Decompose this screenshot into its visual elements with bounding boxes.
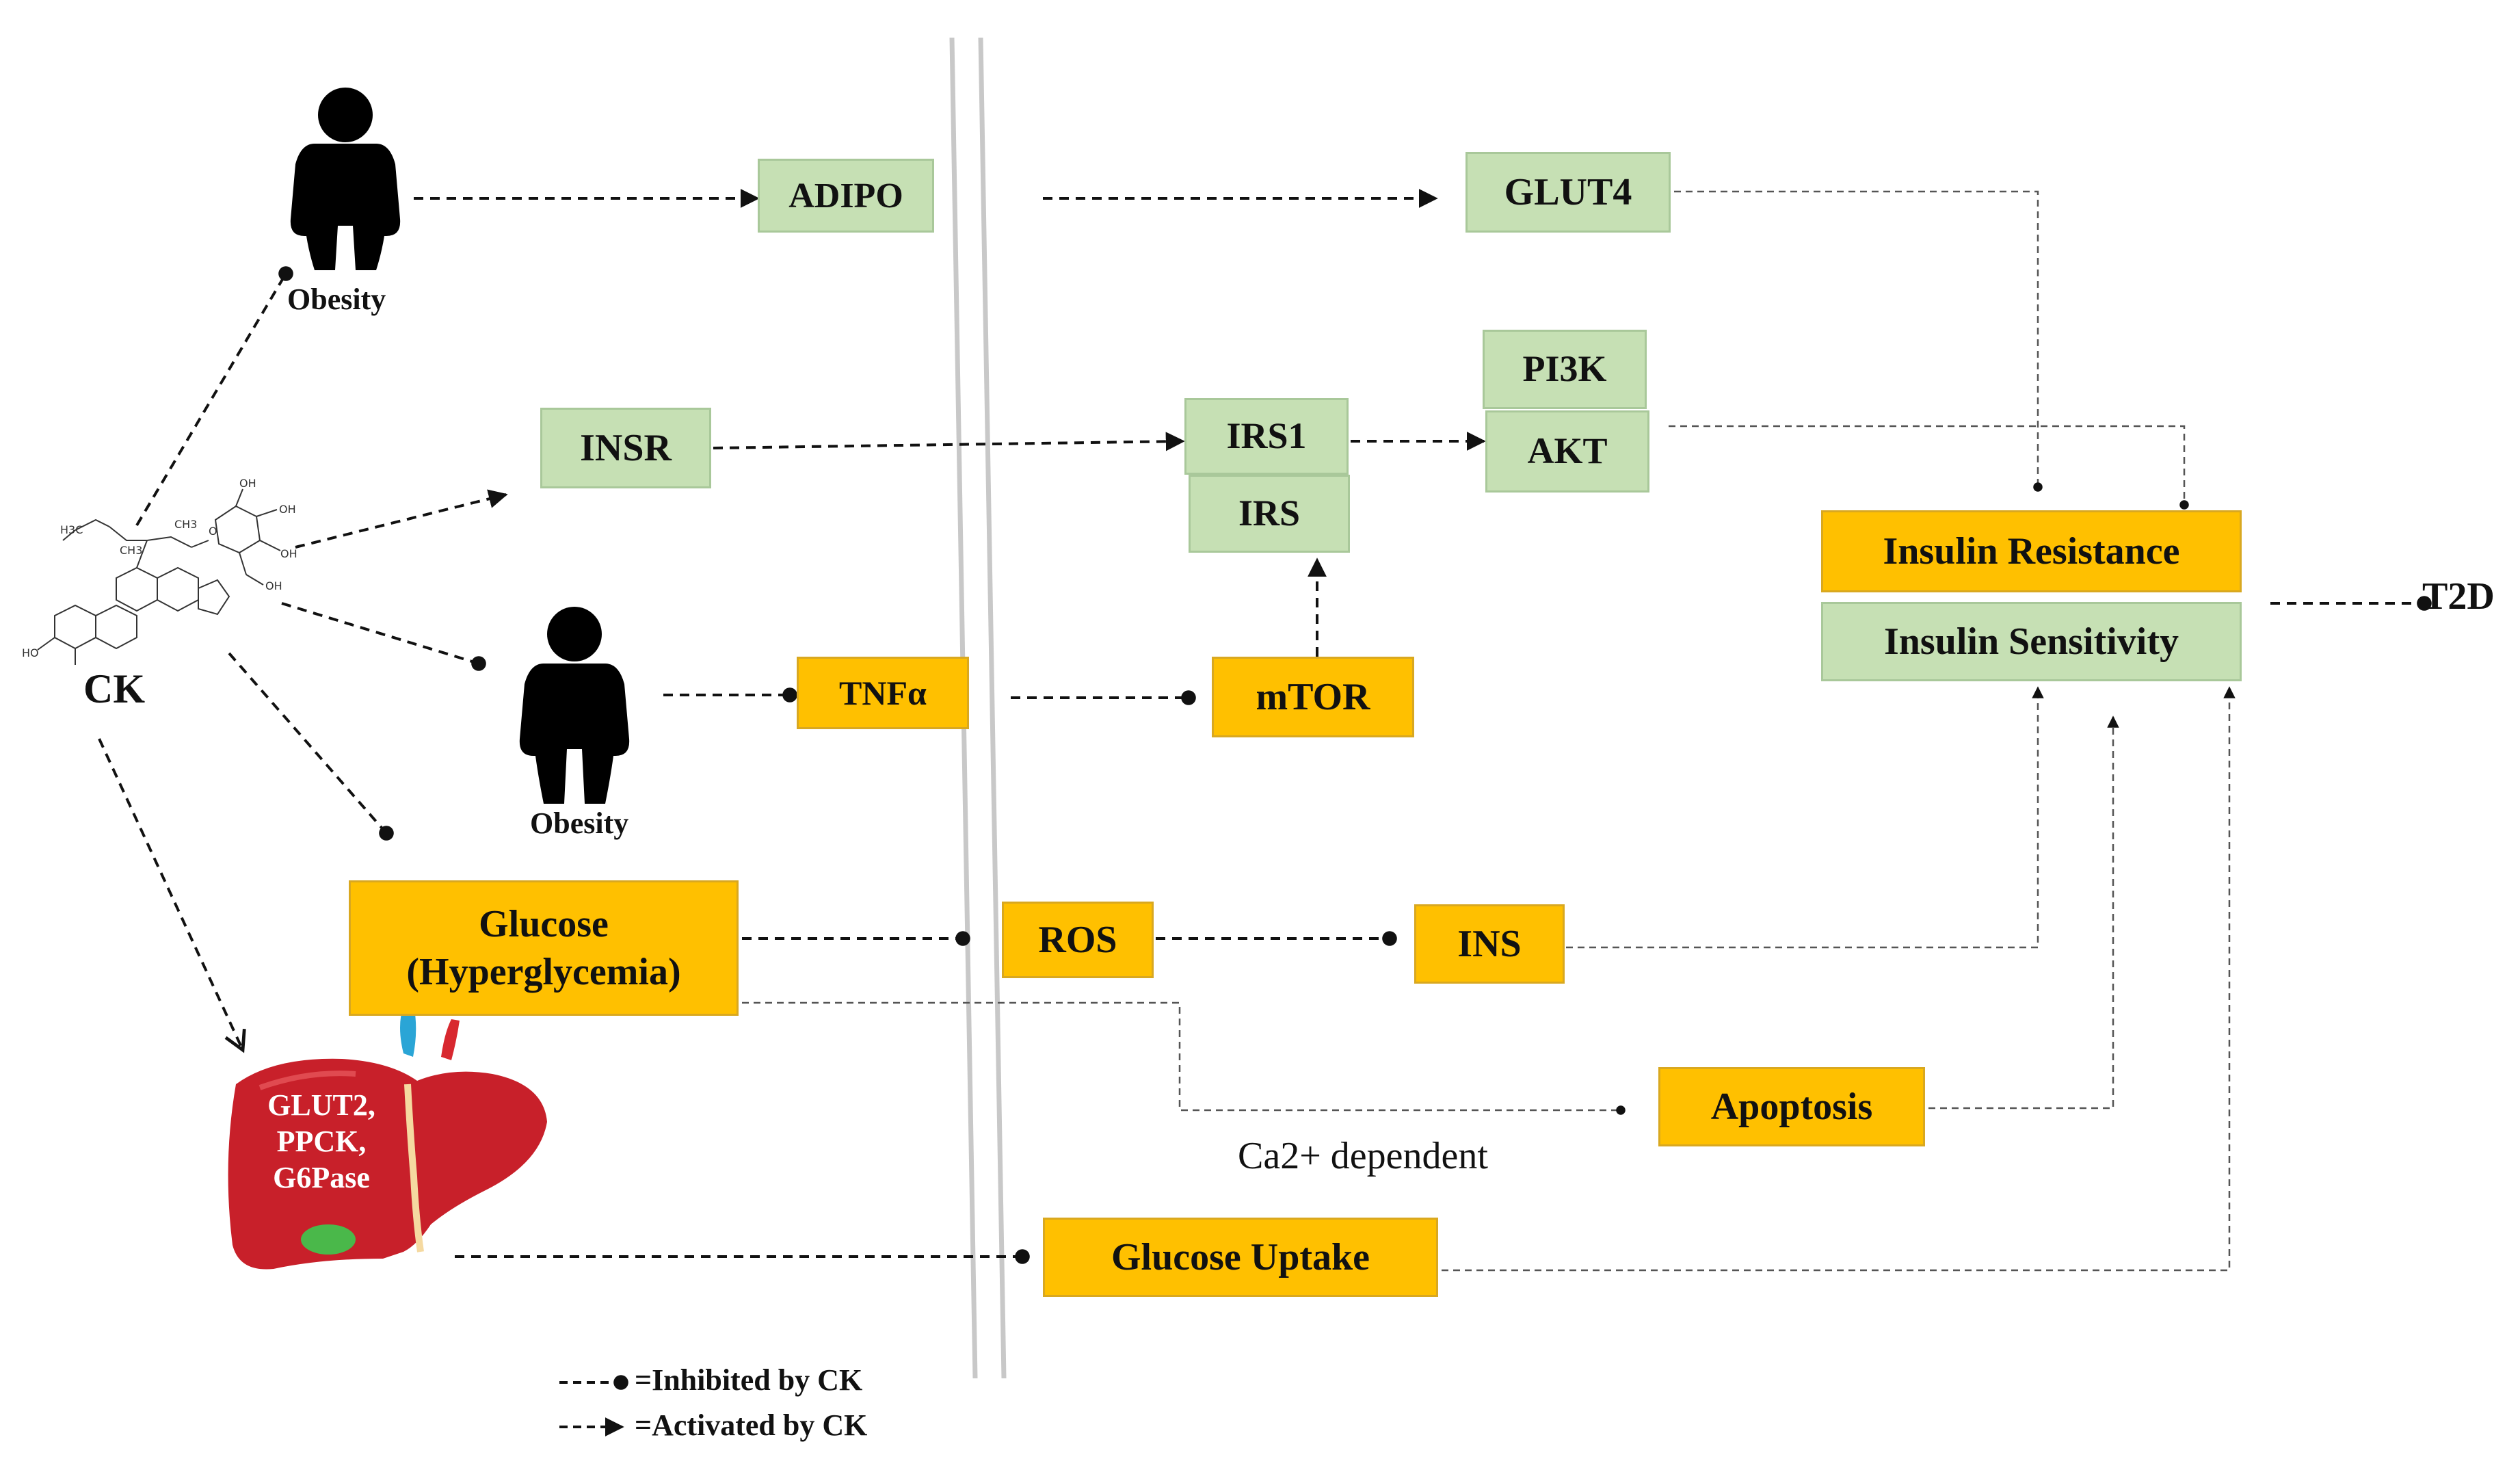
label-ck: CK	[83, 666, 145, 711]
svg-text:CH3: CH3	[174, 518, 197, 531]
svg-text:OH: OH	[239, 477, 256, 490]
label-obesity-mid: Obesity	[530, 806, 629, 840]
svg-text:OH: OH	[279, 503, 296, 516]
edge-ins-sensitivity	[1566, 686, 2044, 949]
svg-text:CH3: CH3	[120, 544, 142, 557]
svg-text:OH: OH	[265, 579, 282, 592]
node-glucose-line1: Glucose	[479, 903, 609, 945]
membrane-line-right	[978, 37, 1007, 1379]
liver-label-line3: G6Pase	[273, 1160, 370, 1194]
svg-text:H3C: H3C	[60, 523, 83, 536]
legend-lines	[559, 1375, 628, 1436]
edge-apoptosis-sensitivity	[1928, 716, 2119, 1110]
node-irs1: IRS1	[1184, 398, 1349, 475]
svg-text:HO: HO	[22, 646, 39, 659]
svg-text:O: O	[209, 525, 217, 538]
obesity-figure-mid	[519, 607, 630, 804]
edge-akt-resistance	[1669, 425, 2189, 510]
edge-glucose-apoptosis	[742, 1001, 1626, 1115]
node-glucose-uptake: Glucose Uptake	[1043, 1218, 1438, 1297]
edge-uptake-sensitivity	[1442, 686, 2236, 1272]
node-insr: INSR	[540, 408, 711, 488]
edge-ck-glucose	[228, 652, 394, 841]
ck-molecule-atoms: H3C O OH OH OH OH HO CH3 CH3	[22, 477, 297, 659]
edge-ck-obesity-mid	[281, 602, 486, 671]
node-insulin-sensitivity: Insulin Sensitivity	[1821, 602, 2242, 681]
node-irs: IRS	[1189, 475, 1350, 553]
obesity-figure-top	[290, 88, 401, 270]
node-glucose-line2: (Hyperglycemia)	[406, 951, 681, 993]
node-mtor: mTOR	[1212, 657, 1414, 737]
liver-label: GLUT2, PPCK, G6Pase	[253, 1088, 390, 1196]
liver-label-line2: PPCK,	[276, 1124, 367, 1158]
edge-glut4-resistance	[1674, 190, 2043, 492]
liver-label-line1: GLUT2,	[267, 1088, 375, 1122]
edge-ck-liver	[98, 738, 246, 1053]
label-ca2-dependent: Ca2+ dependent	[1238, 1135, 1488, 1177]
svg-text:OH: OH	[280, 547, 297, 560]
label-obesity-top: Obesity	[287, 283, 386, 316]
node-insulin-resistance: Insulin Resistance	[1821, 510, 2242, 592]
node-tnfa: TNFα	[797, 657, 969, 729]
node-glucose: Glucose (Hyperglycemia)	[349, 880, 739, 1016]
legend-activated: =Activated by CK	[635, 1408, 868, 1442]
liver-illustration	[228, 1006, 547, 1270]
edge-ck-obesity-top	[135, 266, 293, 527]
node-apoptosis: Apoptosis	[1658, 1067, 1925, 1146]
node-adipo: ADIPO	[758, 159, 934, 233]
node-pi3k: PI3K	[1483, 330, 1647, 409]
node-ros: ROS	[1002, 902, 1154, 978]
node-akt: AKT	[1485, 410, 1649, 493]
edge-insr-irs1	[713, 432, 1185, 451]
edge-ck-insr	[295, 489, 508, 549]
node-t2d: T2D	[2422, 575, 2495, 618]
legend-inhibited: =Inhibited by CK	[635, 1363, 863, 1397]
node-glut4: GLUT4	[1465, 152, 1671, 233]
ck-molecule	[37, 488, 281, 665]
node-ins: INS	[1414, 904, 1565, 984]
